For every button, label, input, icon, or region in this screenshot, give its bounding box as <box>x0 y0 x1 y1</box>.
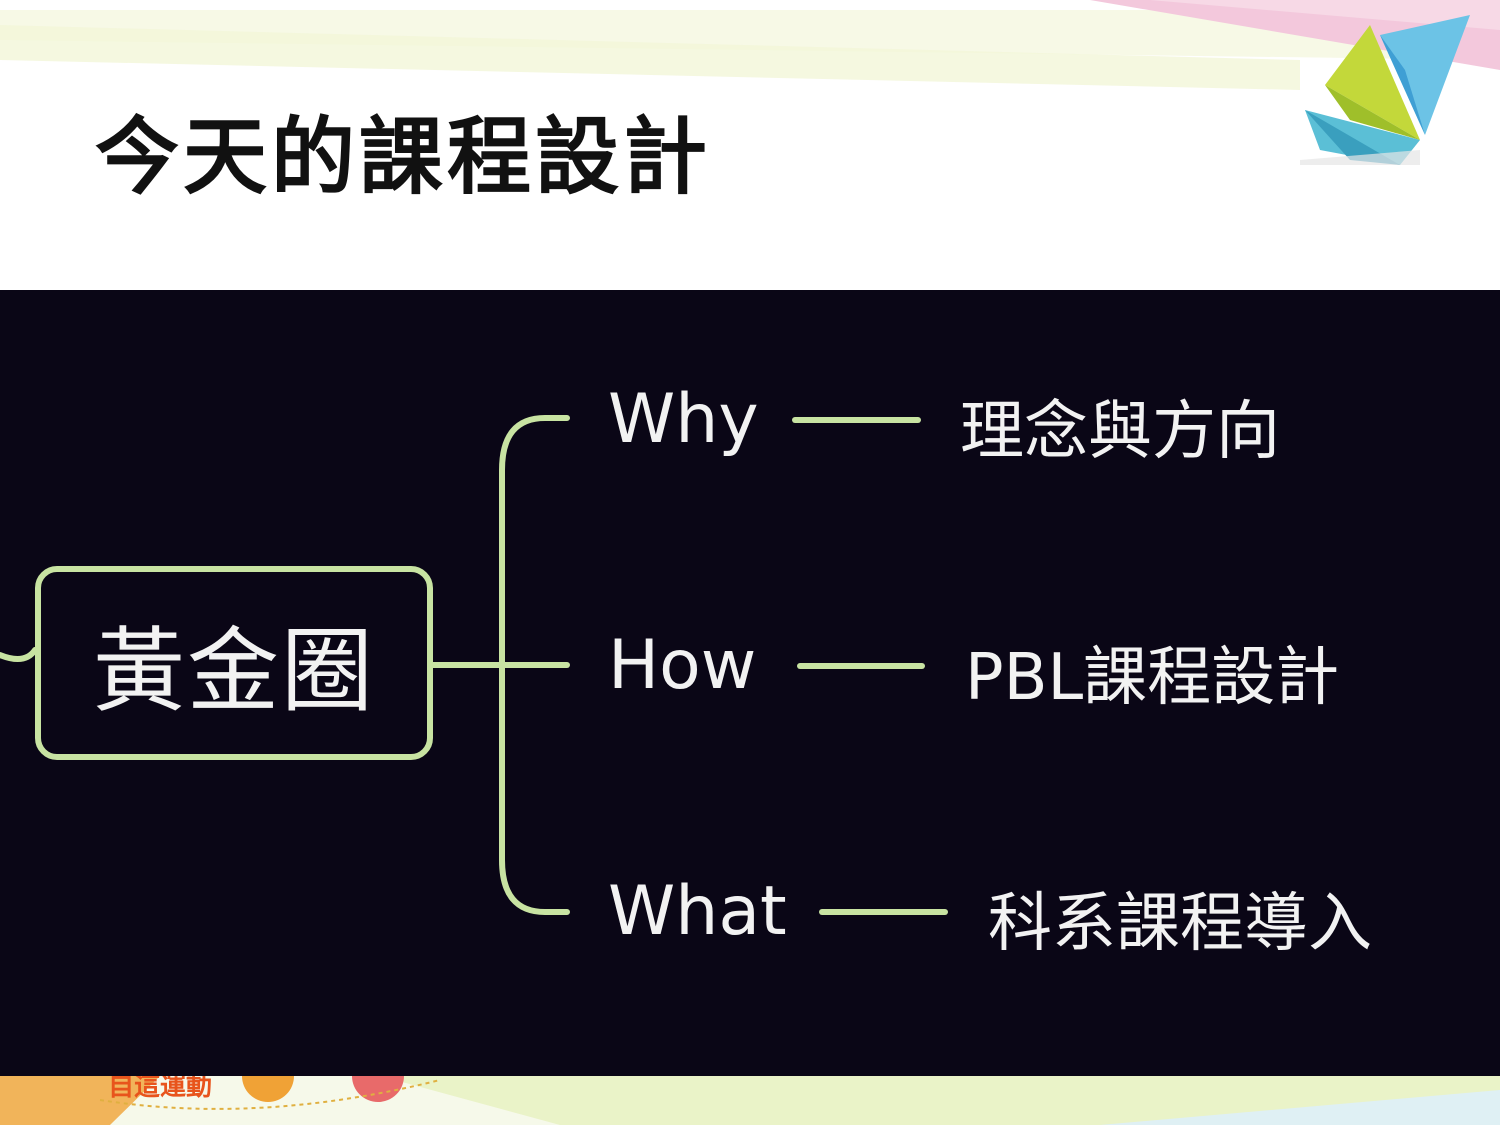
crystal-logo-icon <box>1300 15 1470 165</box>
connector-bracket <box>499 415 570 915</box>
slide-title: 今天的課程設計 <box>95 108 712 206</box>
branch-why-desc: 理念與方向 <box>960 395 1280 469</box>
footer-logo-text: 自這運動 <box>108 1072 213 1102</box>
branch-why-label: Why <box>608 380 759 459</box>
diagram-connectors <box>0 415 948 915</box>
branch-what-desc: 科系課程導入 <box>988 887 1372 961</box>
center-node: 黃金圈 <box>35 566 433 760</box>
branch-how-desc: PBL課程設計 <box>965 641 1340 715</box>
branch-how-label: How <box>608 626 757 705</box>
center-node-label: 黃金圈 <box>92 617 375 725</box>
connector-left-stub <box>0 647 38 662</box>
branch-what-label: What <box>608 872 787 951</box>
diagram-panel <box>0 290 1500 1076</box>
